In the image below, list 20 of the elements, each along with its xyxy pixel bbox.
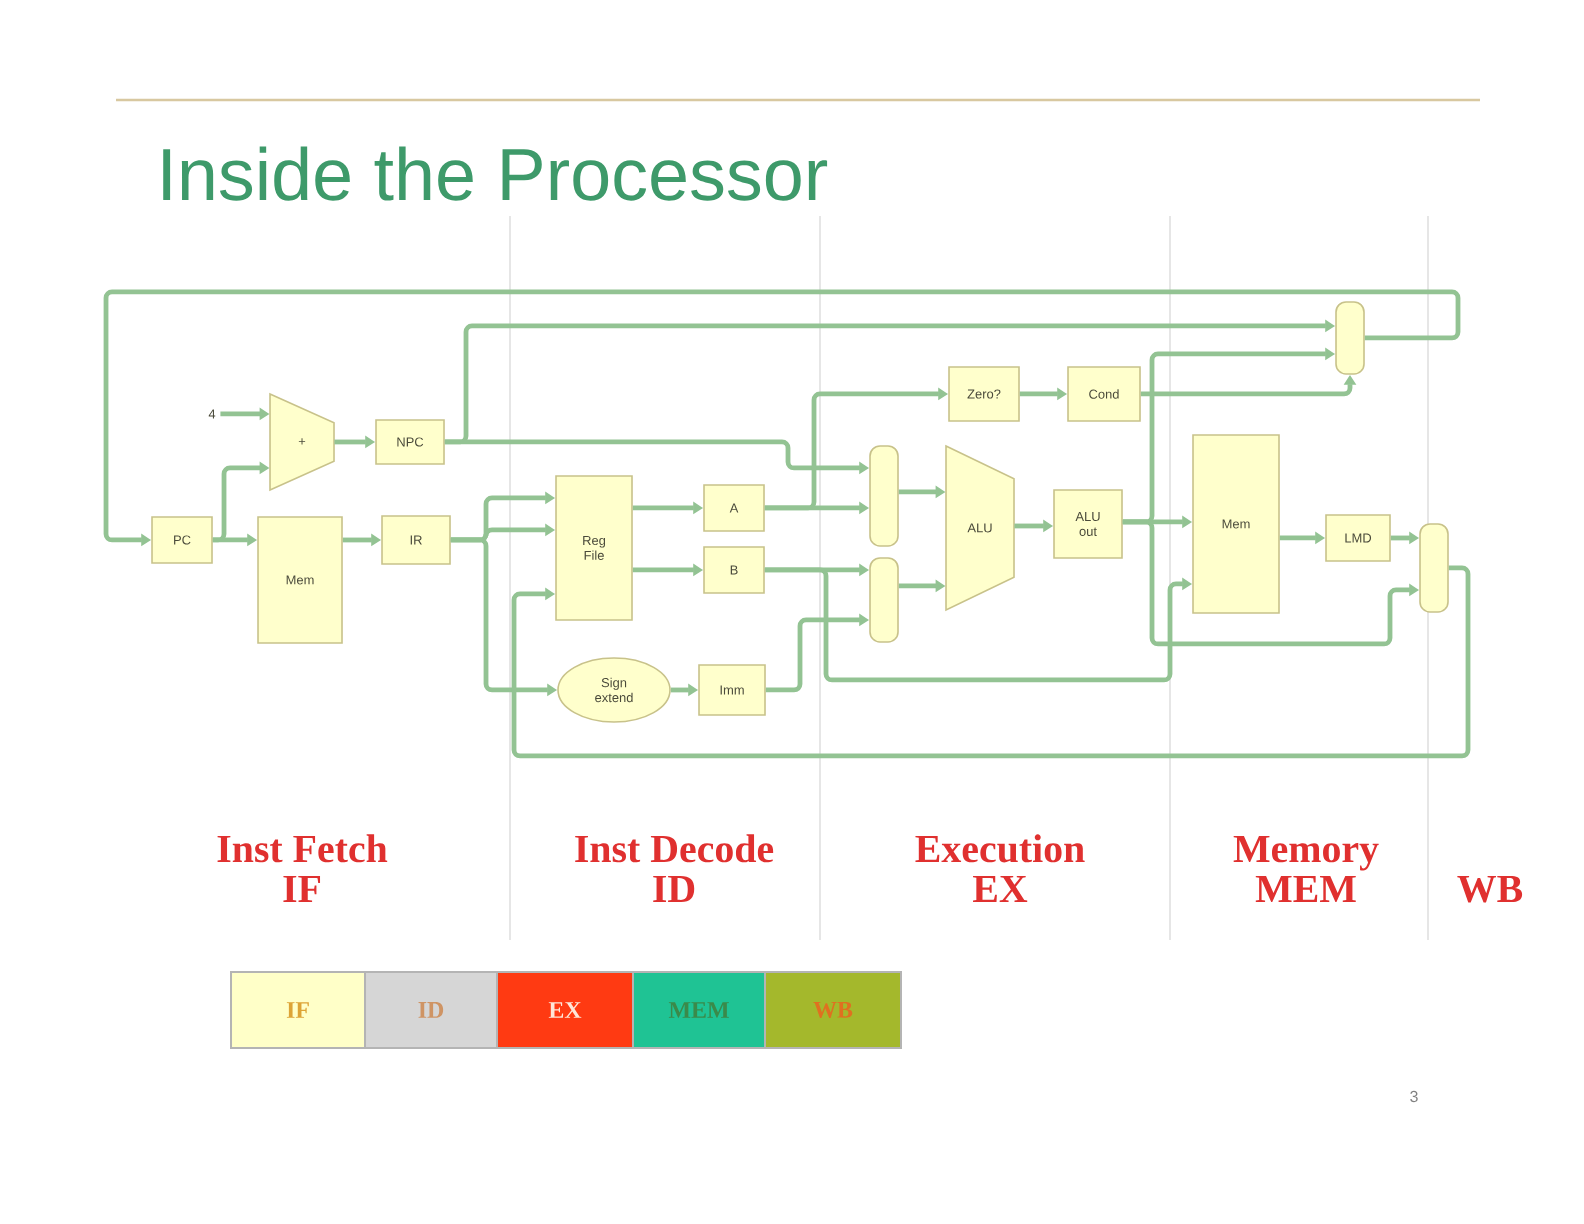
stage-cell: WB [764, 970, 902, 1049]
stage-label: ID [653, 875, 695, 903]
stage-label: WB [1457, 875, 1523, 903]
stage-label: MEM [1255, 875, 1356, 902]
stage-label: EX [973, 875, 1028, 902]
stage-cell: EX [496, 970, 634, 1049]
mux-bar [1419, 523, 1449, 613]
stage-cell: ID [364, 970, 498, 1049]
arrow [511, 565, 1471, 759]
mux-bar [1335, 301, 1365, 375]
stage-cell: MEM [632, 970, 766, 1049]
mux-bar [869, 557, 899, 643]
mux-bar [869, 445, 899, 547]
slide-title: Inside the Processor [163, 146, 828, 201]
stage-label: Execution [915, 834, 1085, 863]
stage-label: Memory [1233, 835, 1379, 871]
stage-label: Inst Fetch [217, 834, 388, 863]
stage-label: IF [283, 875, 321, 902]
stage-label: Inst Decode [575, 834, 774, 863]
stage-cell: IF [230, 970, 366, 1049]
